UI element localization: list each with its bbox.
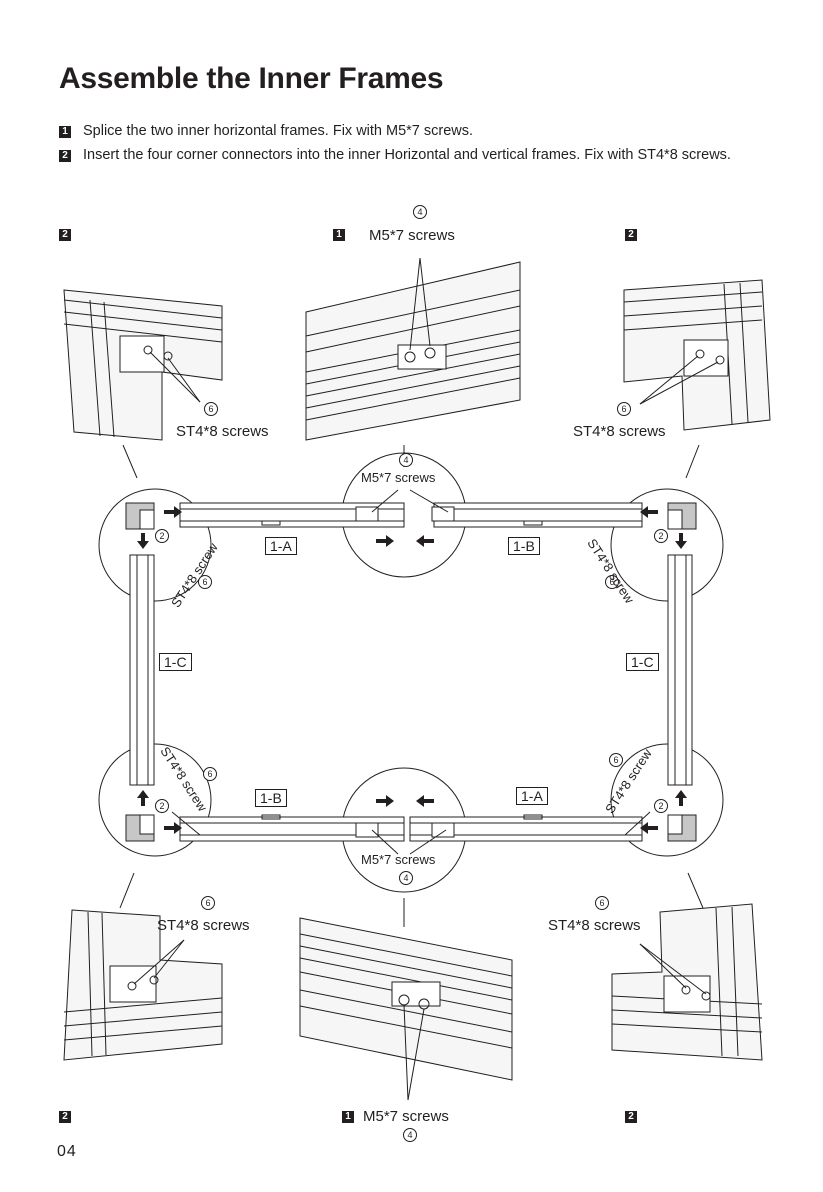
label-st4-top-right: ST4*8 screws <box>573 423 666 440</box>
callout-6-top-left: 6 <box>204 402 218 416</box>
tag-step-2-top-right: 2 <box>625 229 637 241</box>
callout-6-circle-bottom-right: 6 <box>609 753 623 767</box>
label-m5-top: M5*7 screws <box>369 227 455 244</box>
tag-step-1-top: 1 <box>333 229 345 241</box>
step-1-badge: 1 <box>59 126 71 138</box>
callout-4-splice-bottom: 4 <box>399 871 413 885</box>
label-st4-bottom-right: ST4*8 screws <box>548 917 641 934</box>
callout-6-circle-top-left: 6 <box>198 575 212 589</box>
step-2-badge: 2 <box>59 150 71 162</box>
label-m5-splice-top: M5*7 screws <box>361 470 436 485</box>
label-st4-top-left: ST4*8 screws <box>176 423 269 440</box>
callout-2-bottom-right: 2 <box>654 799 668 813</box>
page-title: Assemble the Inner Frames <box>59 62 444 95</box>
frame-label-1a-bottom: 1-A <box>516 787 548 805</box>
frame-label-1b-top: 1-B <box>508 537 540 555</box>
label-m5-splice-bottom: M5*7 screws <box>361 852 436 867</box>
callout-6-bottom-right: 6 <box>595 896 609 910</box>
page-number: 04 <box>57 1143 77 1160</box>
frame-label-1b-bottom: 1-B <box>255 789 287 807</box>
label-st4-bottom-left: ST4*8 screws <box>157 917 250 934</box>
callout-6-bottom-left: 6 <box>201 896 215 910</box>
step-2-text: Insert the four corner connectors into t… <box>83 147 731 163</box>
frame-label-1c-left: 1-C <box>159 653 192 671</box>
callout-4-top: 4 <box>413 205 427 219</box>
tag-step-2-top-left: 2 <box>59 229 71 241</box>
callout-6-circle-bottom-left: 6 <box>203 767 217 781</box>
step-1-text: Splice the two inner horizontal frames. … <box>83 123 474 139</box>
frame-label-1a-top: 1-A <box>265 537 297 555</box>
frame-label-1c-right: 1-C <box>626 653 659 671</box>
tag-step-2-bottom-left: 2 <box>59 1111 71 1123</box>
step-1: 1 Splice the two inner horizontal frames… <box>59 120 759 143</box>
tag-step-1-bottom: 1 <box>342 1111 354 1123</box>
callout-6-circle-top-right: 6 <box>605 575 619 589</box>
tag-step-2-bottom-right: 2 <box>625 1111 637 1123</box>
callout-4-splice-top: 4 <box>399 453 413 467</box>
callout-2-top-right: 2 <box>654 529 668 543</box>
callout-2-top-left: 2 <box>155 529 169 543</box>
callout-2-bottom-left: 2 <box>155 799 169 813</box>
callout-6-top-right: 6 <box>617 402 631 416</box>
step-2: 2 Insert the four corner connectors into… <box>59 144 759 192</box>
label-m5-bottom: M5*7 screws <box>363 1108 449 1125</box>
callout-4-bottom: 4 <box>403 1128 417 1142</box>
